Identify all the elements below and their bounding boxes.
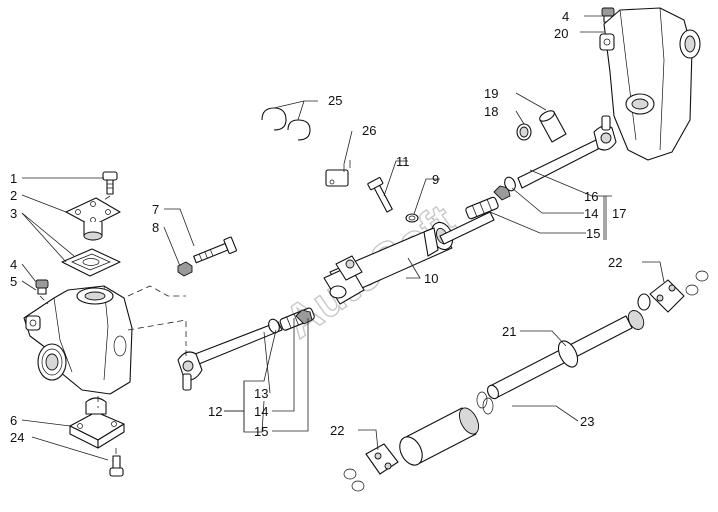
part-left-knuckle <box>23 285 133 395</box>
label-16: 16 <box>584 189 598 204</box>
label-2: 2 <box>10 188 17 203</box>
label-21: 21 <box>502 324 516 339</box>
part-shim-3 <box>61 248 121 277</box>
part-shaft-assembly <box>343 270 709 492</box>
label-22-right: 22 <box>608 255 622 270</box>
label-23: 23 <box>580 414 594 429</box>
label-9: 9 <box>432 172 439 187</box>
label-12: 12 <box>208 404 222 419</box>
part-bolt-24 <box>109 455 124 477</box>
part-lower-cap-6 <box>69 397 125 449</box>
part-nipple-4-5 <box>35 279 49 295</box>
part-right-knuckle <box>599 7 701 161</box>
leader-lines <box>21 15 665 461</box>
part-bolt-7-nut-8 <box>177 236 237 277</box>
label-22-left: 22 <box>330 423 344 438</box>
label-11: 11 <box>396 154 410 169</box>
label-17: 17 <box>612 206 626 221</box>
part-circlips-25 <box>261 107 311 141</box>
label-4-left: 4 <box>10 257 17 272</box>
label-10: 10 <box>424 271 438 286</box>
label-20: 20 <box>554 26 568 41</box>
label-6: 6 <box>10 413 17 428</box>
group-brackets <box>243 196 605 432</box>
label-13: 13 <box>254 386 268 401</box>
label-4-right: 4 <box>562 9 569 24</box>
part-bolt-11-washer-9 <box>367 177 419 223</box>
label-15-left: 15 <box>254 424 268 439</box>
label-3: 3 <box>10 206 17 221</box>
part-upper-cap-2 <box>65 197 121 241</box>
label-18: 18 <box>484 104 498 119</box>
label-8: 8 <box>152 220 159 235</box>
callout-labels: 1 2 3 4 5 6 24 7 8 11 9 10 25 26 13 12 1… <box>10 9 626 445</box>
part-right-tie-rod <box>465 115 617 220</box>
label-25: 25 <box>328 93 342 108</box>
left-knuckle-group <box>23 171 187 477</box>
part-steering-cylinder-10 <box>323 211 495 305</box>
label-7: 7 <box>152 202 159 217</box>
label-14-left: 14 <box>254 404 268 419</box>
part-left-tie-rod <box>177 307 315 391</box>
part-bushing-19-seal-18 <box>516 110 567 143</box>
part-bolt-1 <box>102 171 118 195</box>
label-14-right: 14 <box>584 206 598 221</box>
label-24: 24 <box>10 430 24 445</box>
part-sensor-26 <box>325 160 351 187</box>
label-5: 5 <box>10 274 17 289</box>
label-19: 19 <box>484 86 498 101</box>
label-1: 1 <box>10 171 17 186</box>
label-15-right: 15 <box>586 226 600 241</box>
label-26: 26 <box>362 123 376 138</box>
